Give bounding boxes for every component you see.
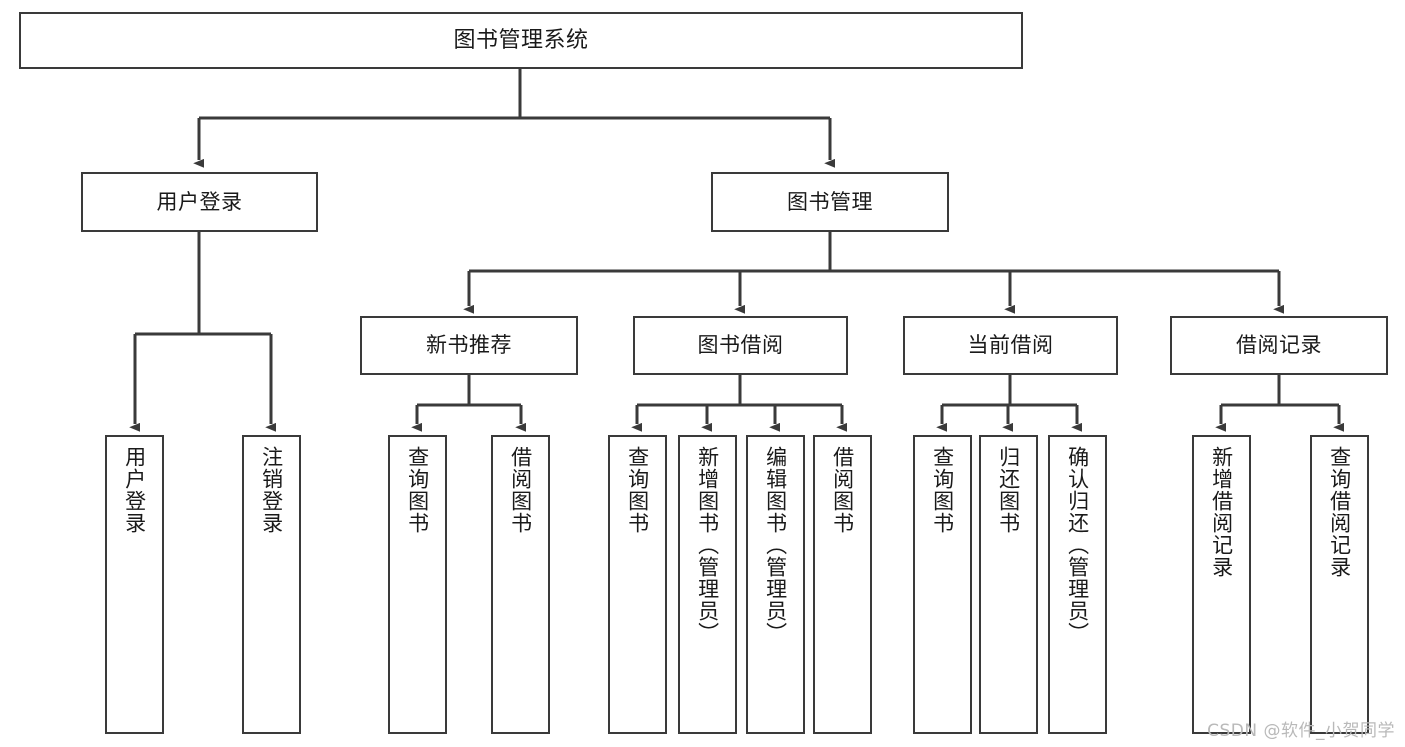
leaf-current-confirm-return-admin[interactable]: 确认归还（管理员） [1048, 435, 1107, 734]
node-label: 编辑图书（管理员） [763, 446, 788, 644]
node-book-management[interactable]: 图书管理 [711, 172, 949, 232]
leaf-current-query-book[interactable]: 查询图书 [913, 435, 972, 734]
node-label: 新增借阅记录 [1209, 446, 1234, 578]
leaf-recommend-borrow-book[interactable]: 借阅图书 [491, 435, 550, 734]
node-label: 确认归还（管理员） [1065, 446, 1090, 644]
watermark-text: CSDN @软件_小贺同学 [1207, 721, 1395, 741]
node-borrow-record[interactable]: 借阅记录 [1170, 316, 1388, 375]
leaf-current-return-book[interactable]: 归还图书 [979, 435, 1038, 734]
node-label: 借阅图书 [508, 446, 533, 534]
node-current-borrow[interactable]: 当前借阅 [903, 316, 1118, 375]
node-label: 图书管理系统 [453, 27, 589, 53]
leaf-borrow-edit-book-admin[interactable]: 编辑图书（管理员） [746, 435, 805, 734]
node-label: 当前借阅 [967, 333, 1054, 358]
node-book-borrow[interactable]: 图书借阅 [633, 316, 848, 375]
node-label: 图书借阅 [697, 333, 784, 358]
node-label: 归还图书 [996, 446, 1021, 534]
node-label: 用户登录 [156, 189, 243, 214]
node-label: 图书管理 [787, 189, 873, 214]
node-label: 借阅图书 [830, 446, 855, 534]
leaf-user-login-signin[interactable]: 用户登录 [105, 435, 164, 734]
node-root-system[interactable]: 图书管理系统 [19, 12, 1023, 69]
node-label: 查询图书 [625, 446, 650, 534]
node-label: 用户登录 [122, 446, 147, 534]
node-label: 借阅记录 [1236, 333, 1322, 358]
node-label: 查询借阅记录 [1327, 446, 1352, 578]
node-label: 查询图书 [930, 446, 955, 534]
leaf-borrow-borrow-book[interactable]: 借阅图书 [813, 435, 872, 734]
node-label: 新增图书（管理员） [695, 446, 720, 644]
leaf-record-add-record[interactable]: 新增借阅记录 [1192, 435, 1251, 734]
node-new-book-recommend[interactable]: 新书推荐 [360, 316, 578, 375]
node-label: 注销登录 [259, 446, 284, 534]
leaf-borrow-query-book[interactable]: 查询图书 [608, 435, 667, 734]
leaf-user-login-signout[interactable]: 注销登录 [242, 435, 301, 734]
leaf-borrow-add-book-admin[interactable]: 新增图书（管理员） [678, 435, 737, 734]
node-user-login[interactable]: 用户登录 [81, 172, 318, 232]
node-label: 查询图书 [405, 446, 430, 534]
leaf-record-query-record[interactable]: 查询借阅记录 [1310, 435, 1369, 734]
leaf-recommend-query-book[interactable]: 查询图书 [388, 435, 447, 734]
node-label: 新书推荐 [426, 333, 512, 358]
